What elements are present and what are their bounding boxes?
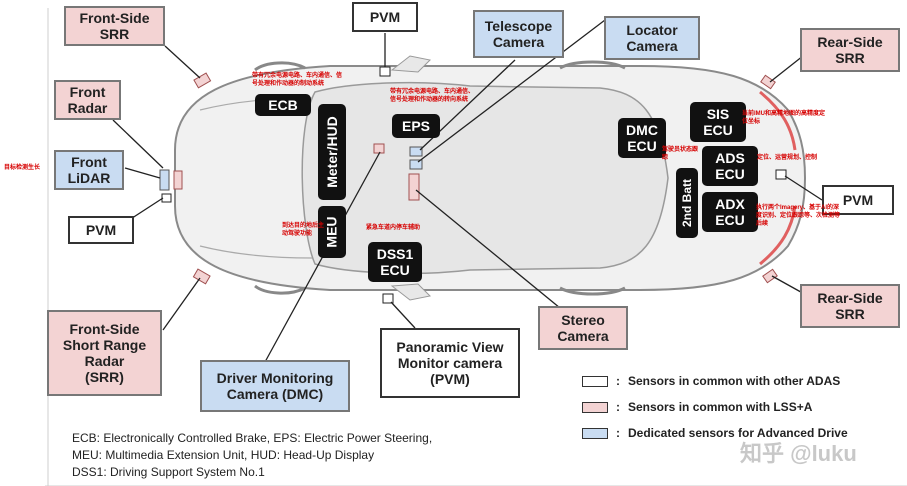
dss1-ecu: DSS1 ECU — [368, 242, 422, 282]
ads-note: 定位、运营规划、控制 — [757, 155, 818, 161]
ecb-note: 带有冗余电源电路、车内通信、信号处理和作动器的制动系统 — [252, 73, 343, 87]
dss1-note: 紧急车道内停车辅助 — [366, 225, 421, 231]
meter-hud-text: Meter/HUD — [324, 116, 341, 188]
adx-note: 执行两个Imagery、基于AI的深度识别、定位跟踪等、次检测等后续 — [756, 205, 841, 227]
front-side-srr-label: Front-Side SRR — [64, 6, 165, 46]
front-radar-label: Front Radar — [54, 80, 121, 120]
legend-item-lss: : Sensors in common with LSS+A — [582, 399, 812, 415]
panoramic-view-monitor-label: Panoramic View Monitor camera (PVM) — [380, 328, 520, 398]
legend-text-1: Sensors in common with LSS+A — [628, 400, 813, 414]
abbreviation-line-2: MEU: Multimedia Extension Unit, HUD: Hea… — [72, 448, 375, 462]
front-side-short-range-radar-label: Front-Side Short Range Radar (SRR) — [47, 310, 162, 396]
legend-swatch-blue — [582, 427, 608, 439]
pvm-right-label: PVM — [822, 185, 894, 215]
adx-ecu: ADX ECU — [702, 192, 758, 232]
meter-hud-ecu: Meter/HUD — [318, 104, 346, 200]
legend-swatch-white — [582, 375, 608, 387]
stereo-camera-label: Stereo Camera — [538, 306, 628, 350]
second-battery: 2nd Batt — [676, 168, 698, 238]
watermark: 知乎 @luku — [740, 441, 857, 466]
legend-item-dedicated: : Dedicated sensors for Advanced Drive — [582, 425, 903, 441]
abbreviation-line-1: ECB: Electronically Controlled Brake, EP… — [72, 431, 433, 445]
legend-text-2: Dedicated sensors for Advanced Drive — [628, 426, 848, 440]
meu-text: MEU — [324, 216, 340, 248]
eps-note: 带有冗余电源电路、车内通信、信号处理和作动器的转向系统 — [390, 89, 475, 103]
rear-side-srr-bottom-label: Rear-Side SRR — [800, 284, 900, 328]
lidar-note: 目标检测生长 — [4, 165, 41, 171]
driver-monitoring-camera-label: Driver Monitoring Camera (DMC) — [200, 360, 350, 412]
dmc-ecu: DMC ECU — [618, 118, 666, 158]
dmc-note: 驾驶员状态跟踪 — [662, 147, 699, 161]
front-lidar-label: Front LiDAR — [54, 150, 124, 190]
pvm-top-label: PVM — [352, 2, 418, 32]
rear-side-srr-top-label: Rear-Side SRR — [800, 28, 900, 72]
second-battery-text: 2nd Batt — [680, 179, 694, 227]
meu-note: 到达目的地后主动驾驶功能 — [282, 223, 325, 237]
eps-ecu: EPS — [392, 114, 440, 138]
ads-ecu: ADS ECU — [702, 146, 758, 186]
abbreviation-line-3: DSS1: Driving Support System No.1 — [72, 465, 265, 479]
sis-ecu: SIS ECU — [690, 102, 746, 142]
legend-item-common-adas: : Sensors in common with other ADAS — [582, 373, 840, 389]
telescope-camera-label: Telescope Camera — [473, 10, 564, 58]
locator-camera-label: Locator Camera — [604, 16, 700, 60]
meu-ecu: MEU — [318, 206, 346, 258]
legend-swatch-pink — [582, 401, 608, 413]
legend-text-0: Sensors in common with other ADAS — [628, 374, 841, 388]
sis-note: 当前IMU和高精地图的高精度定位坐标 — [742, 111, 825, 125]
pvm-left-label: PVM — [68, 216, 134, 244]
ecb-ecu: ECB — [255, 94, 311, 116]
